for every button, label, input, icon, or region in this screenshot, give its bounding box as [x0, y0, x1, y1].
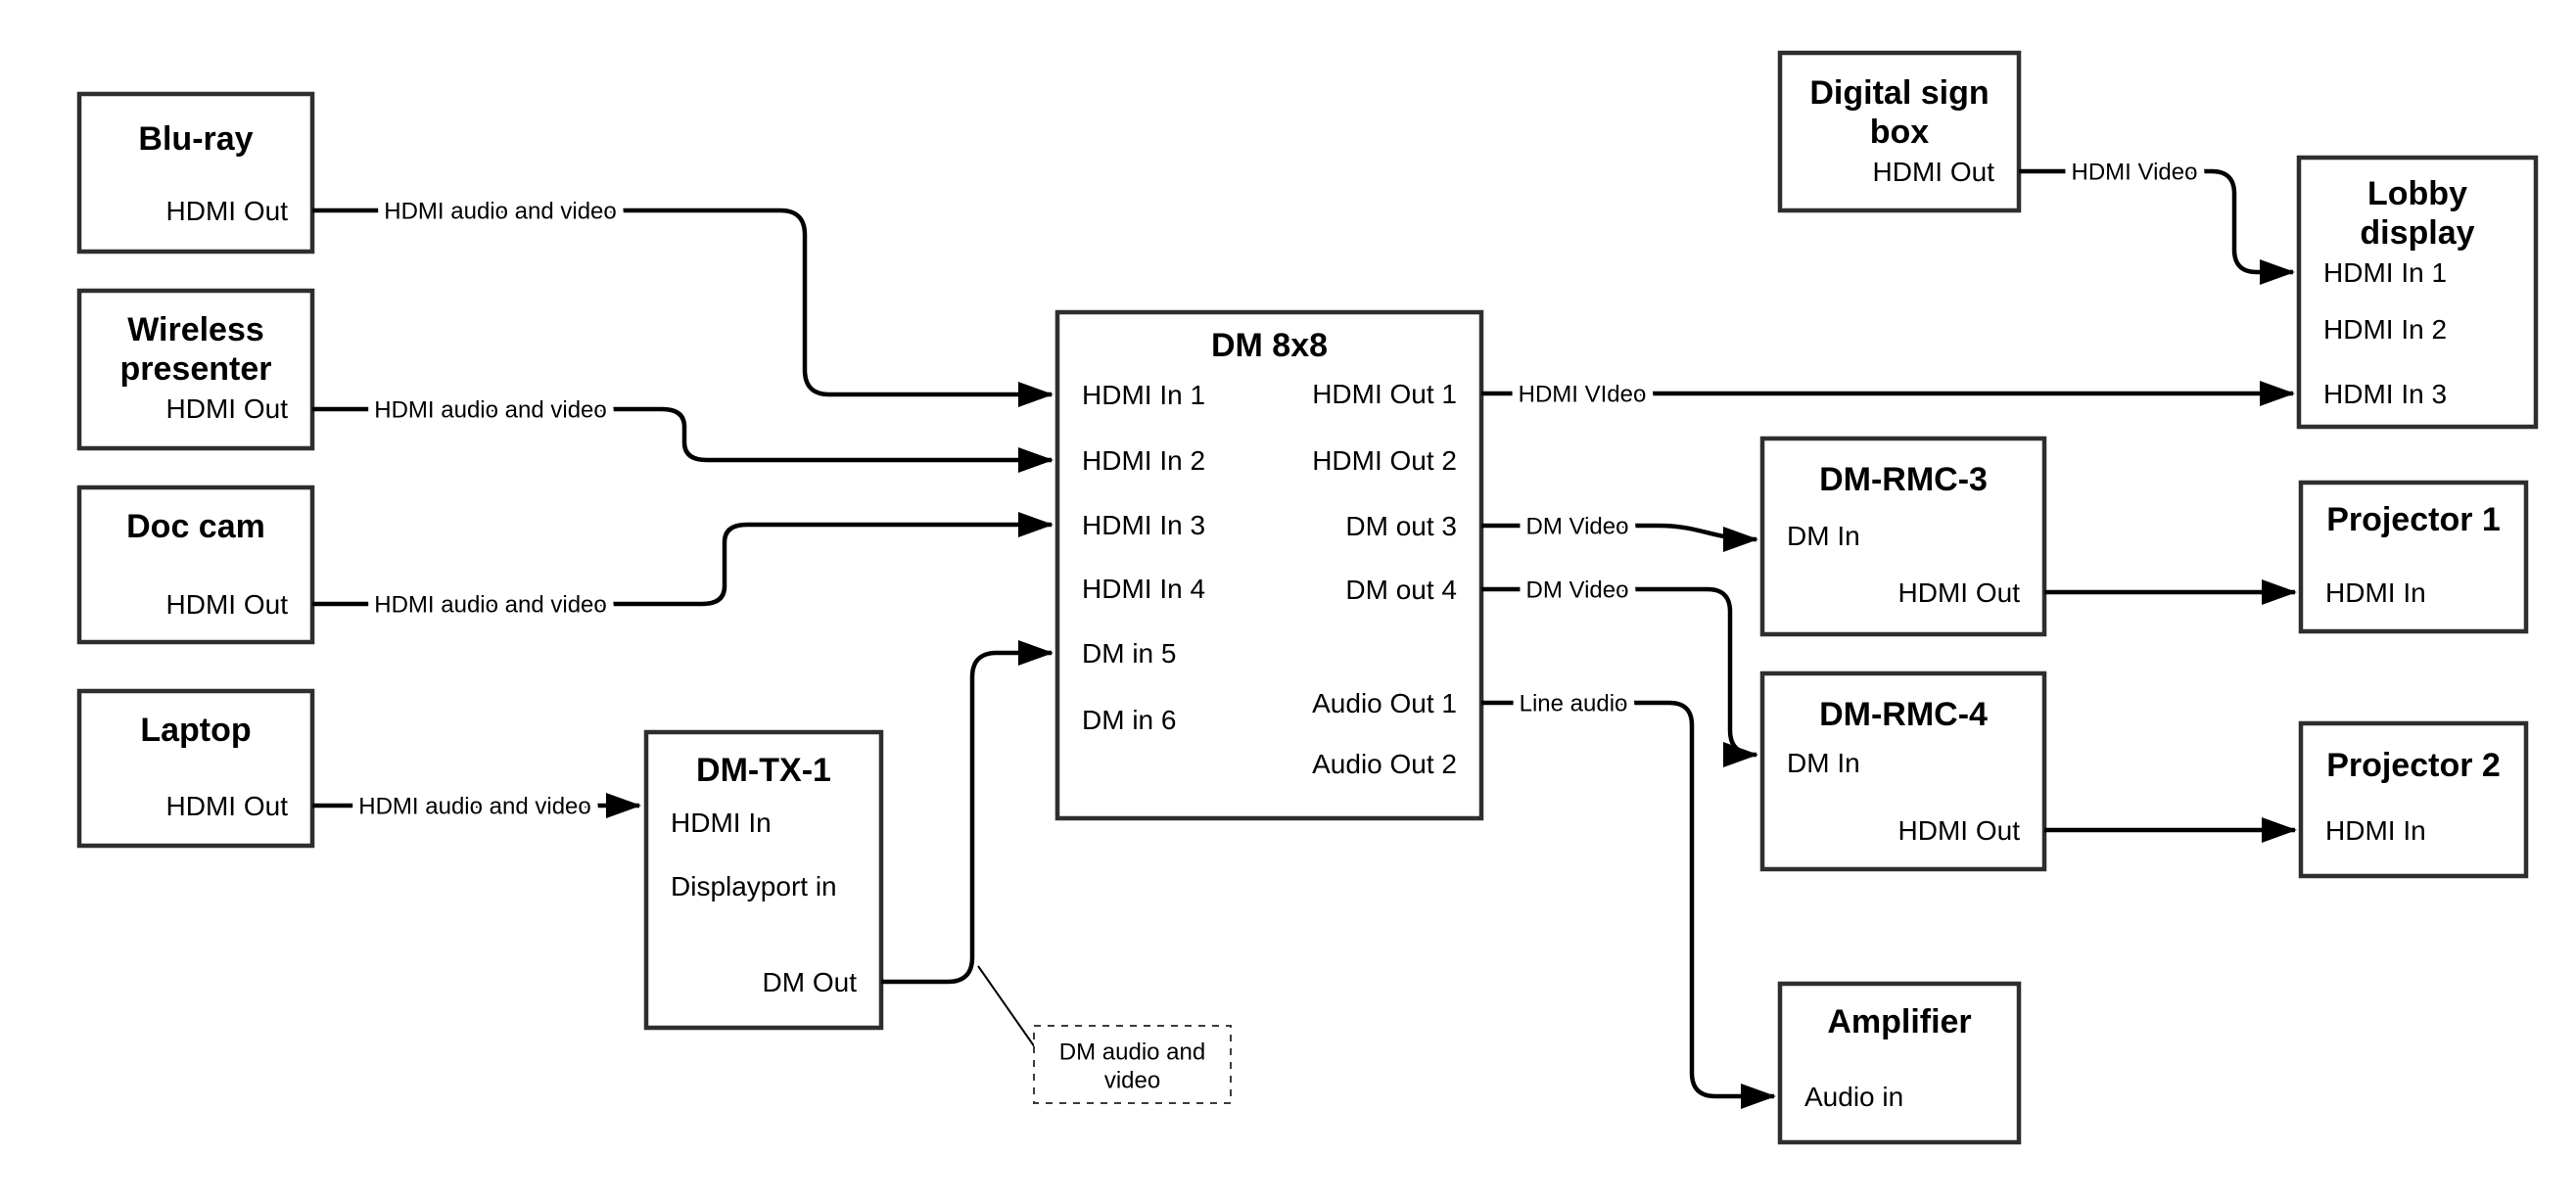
- wire-wireless-hdmi-to-dm8x8-in2: [312, 406, 1054, 473]
- wire-digitalsign-hdmi-to-lobby-in1: [2019, 168, 2295, 285]
- port-dm-8x8-dm-in-6: DM in 6: [1082, 705, 1176, 735]
- wire-doccam-hdmi-to-dm8x8-in3: [312, 512, 1054, 607]
- port-wireless-presenter-hdmi-out: HDMI Out: [166, 393, 289, 424]
- wire-label-laptop-wire-label: HDMI audio and video: [358, 793, 590, 819]
- node-dm-rmc-3: DM-RMC-3 DM In HDMI Out: [1759, 436, 2047, 637]
- node-box-laptop: [76, 688, 315, 849]
- port-dm-tx-1-hdmi-in: HDMI In: [671, 808, 772, 838]
- port-laptop-hdmi-out: HDMI Out: [166, 791, 289, 821]
- port-dm-8x8-hdmi-out-1: HDMI Out 1: [1312, 379, 1457, 409]
- wire-bluray-hdmi-to-dm8x8-in1: [312, 208, 1054, 407]
- node-dm-rmc-4: DM-RMC-4 DM In HDMI Out: [1759, 670, 2047, 872]
- node-title-amplifier: Amplifier: [1827, 1003, 1971, 1040]
- node-title-digital-sign-box-line1: Digital sign: [1809, 74, 1989, 112]
- port-dm-8x8-dm-in-5: DM in 5: [1082, 638, 1176, 669]
- node-box-lobby-display: [2296, 155, 2539, 430]
- node-box-amplifier: [1777, 981, 2022, 1145]
- port-dm-8x8-hdmi-in-4: HDMI In 4: [1082, 574, 1205, 604]
- wire-label-line-audio-label: Line audio: [1520, 690, 1628, 716]
- port-projector-2-hdmi-in: HDMI In: [2325, 815, 2426, 846]
- wire-label-dm-video-out3-label: DM Video: [1526, 513, 1629, 539]
- wire-dm8x8-out4-to-dmrmc4-dmin: [1481, 586, 1758, 767]
- port-dm-rmc-4-hdmi-out: HDMI Out: [1898, 815, 2021, 846]
- node-title-laptop: Laptop: [140, 712, 251, 749]
- node-title-blu-ray: Blu-ray: [138, 120, 253, 158]
- port-dm-8x8-hdmi-in-3: HDMI In 3: [1082, 510, 1205, 540]
- port-lobby-display-hdmi-in-3: HDMI In 3: [2323, 379, 2447, 409]
- port-blu-ray-hdmi-out: HDMI Out: [166, 196, 289, 226]
- port-dm-8x8-hdmi-in-2: HDMI In 2: [1082, 445, 1205, 476]
- port-dm-8x8-hdmi-out-2: HDMI Out 2: [1312, 445, 1457, 476]
- port-lobby-display-hdmi-in-1: HDMI In 1: [2323, 257, 2447, 288]
- port-dm-rmc-3-dm-in: DM In: [1787, 521, 1860, 551]
- port-lobby-display-hdmi-in-2: HDMI In 2: [2323, 314, 2447, 345]
- port-doc-cam-hdmi-out: HDMI Out: [166, 589, 289, 620]
- callout-leader-line: [977, 965, 1036, 1048]
- wire-dm8x8-audio1-to-amplifier: [1481, 700, 1776, 1109]
- node-projector-2: Projector 2 HDMI In: [2298, 720, 2529, 879]
- callout-box: [1033, 1025, 1232, 1104]
- wire-label-dm-video-out4-label: DM Video: [1526, 577, 1629, 603]
- node-box-dm-rmc-4: [1759, 670, 2047, 872]
- port-dm-8x8-audio-out-2: Audio Out 2: [1312, 749, 1457, 779]
- callout-text-line1: DM audio and: [1059, 1039, 1205, 1065]
- port-digital-sign-box-hdmi-out: HDMI Out: [1873, 157, 1995, 187]
- node-box-wireless-presenter: [76, 288, 315, 451]
- node-title-dm-tx-1: DM-TX-1: [696, 752, 831, 789]
- node-title-digital-sign-box-line2: box: [1870, 114, 1930, 151]
- node-box-digital-sign-box: [1777, 50, 2022, 213]
- port-dm-rmc-4-dm-in: DM In: [1787, 748, 1860, 778]
- port-dm-8x8-dm-out-3: DM out 3: [1345, 511, 1457, 541]
- wire-label-doccam-wire-label: HDMI audio and video: [374, 591, 606, 618]
- port-dm-tx-1-displayport-in: Displayport in: [671, 871, 837, 901]
- node-title-doc-cam: Doc cam: [126, 508, 265, 545]
- node-title-projector-2: Projector 2: [2326, 747, 2501, 784]
- wire-dmtx1-dmout-to-dm8x8-in5: [881, 640, 1054, 985]
- port-projector-1-hdmi-in: HDMI In: [2325, 577, 2426, 608]
- node-title-wireless-presenter-line1: Wireless: [127, 311, 264, 348]
- port-dm-8x8-hdmi-in-1: HDMI In 1: [1082, 380, 1205, 410]
- wire-label-bluray-wire-label: HDMI audio and video: [384, 198, 616, 224]
- port-dm-rmc-3-hdmi-out: HDMI Out: [1898, 577, 2021, 608]
- wires-layer: [312, 168, 2297, 1109]
- wire-label-hdmi-video-sign-label: HDMI Video: [2072, 159, 2198, 185]
- port-dm-tx-1-dm-out: DM Out: [763, 967, 858, 997]
- node-box-projector-2: [2298, 720, 2529, 879]
- wire-label-hdmi-video-out1-label: HDMI VIdeo: [1519, 381, 1647, 407]
- node-title-projector-1: Projector 1: [2326, 501, 2501, 538]
- node-title-lobby-display-line2: display: [2360, 214, 2474, 252]
- wire-dm8x8-out3-to-dmrmc3-dmin: [1481, 523, 1758, 552]
- node-title-lobby-display-line1: Lobby: [2367, 175, 2467, 212]
- node-box-dm-8x8: [1054, 309, 1484, 821]
- node-box-doc-cam: [76, 485, 315, 645]
- node-title-dm-rmc-3: DM-RMC-3: [1819, 461, 1988, 498]
- node-box-dm-tx-1: [643, 729, 884, 1031]
- callout-text-line2: video: [1104, 1067, 1160, 1093]
- node-box-blu-ray: [76, 91, 315, 254]
- port-amplifier-audio-in: Audio in: [1804, 1082, 1903, 1112]
- wire-label-wireless-wire-label: HDMI audio and video: [374, 396, 606, 423]
- node-title-dm-rmc-4: DM-RMC-4: [1819, 696, 1988, 733]
- node-title-dm-8x8: DM 8x8: [1211, 327, 1328, 364]
- port-dm-8x8-dm-out-4: DM out 4: [1345, 575, 1457, 605]
- node-box-dm-rmc-3: [1759, 436, 2047, 637]
- node-projector-1: Projector 1 HDMI In: [2298, 480, 2529, 634]
- node-title-wireless-presenter-line2: presenter: [120, 350, 272, 388]
- node-box-projector-1: [2298, 480, 2529, 634]
- port-dm-8x8-audio-out-1: Audio Out 1: [1312, 688, 1457, 718]
